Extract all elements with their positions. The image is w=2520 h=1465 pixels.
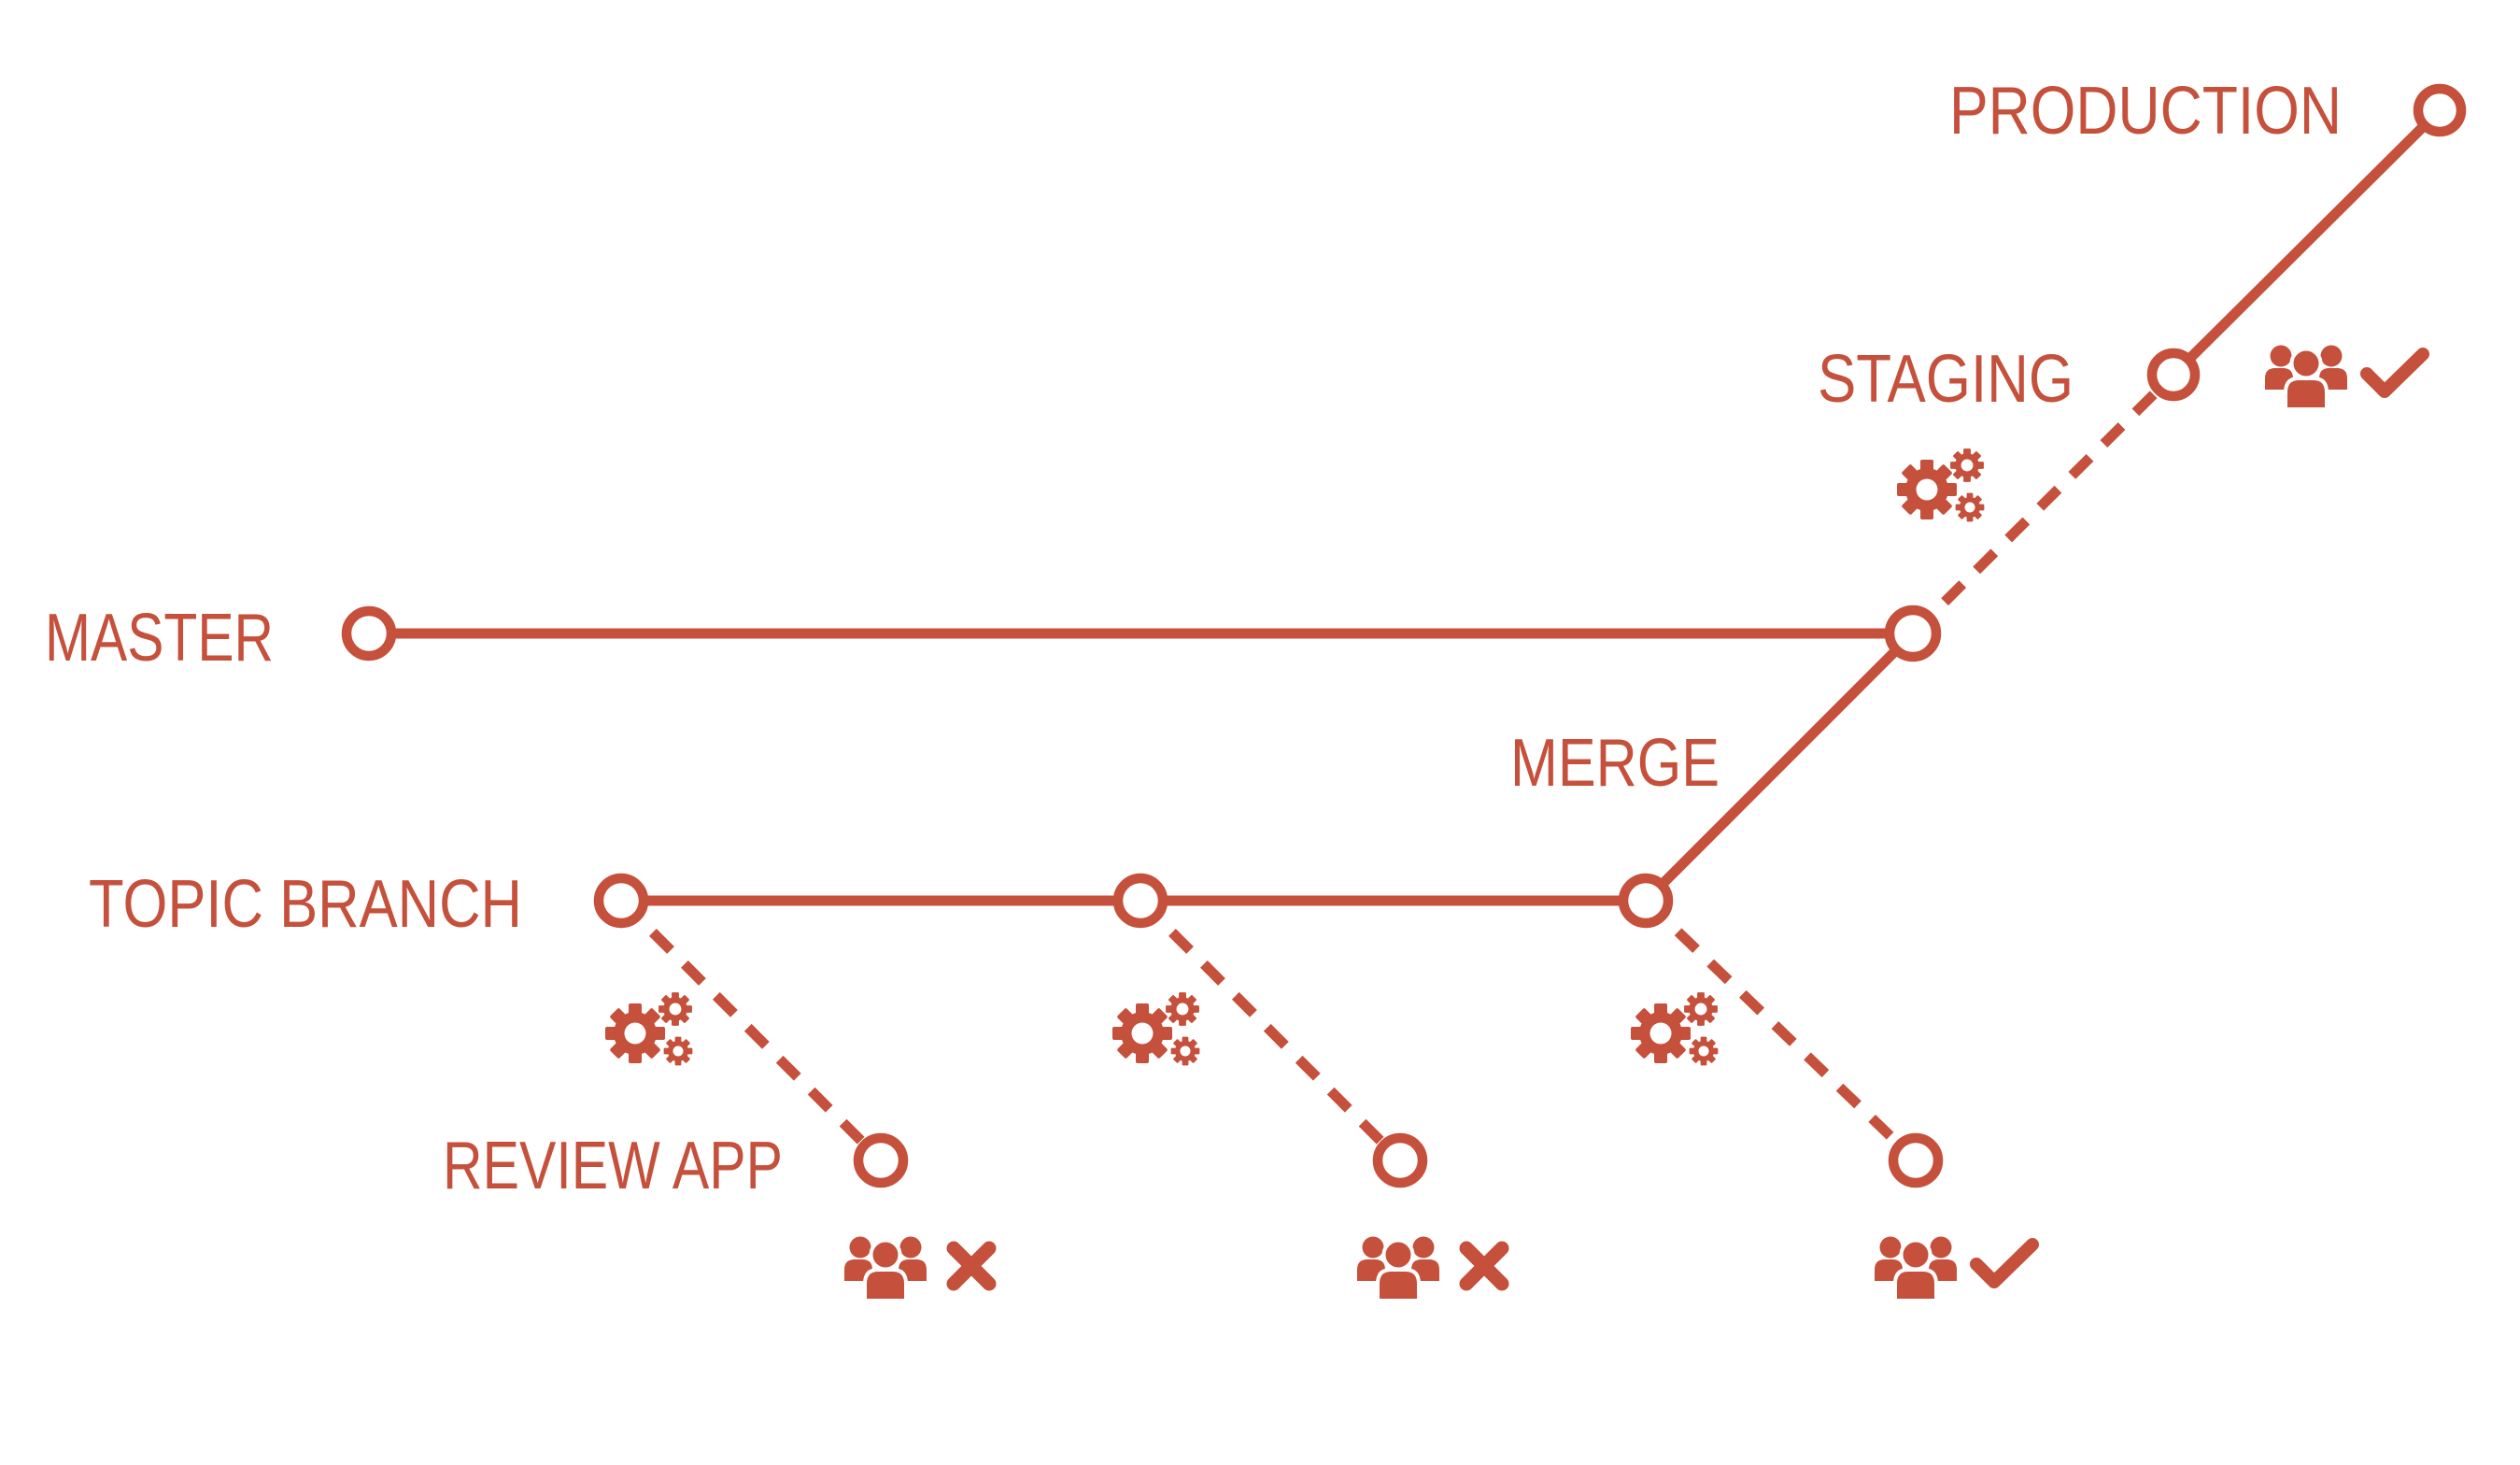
- topic-commit-2-node: [1112, 873, 1168, 929]
- ci-gears-icon-review-1: [605, 992, 692, 1065]
- deploy-line-review-app-2: [1137, 897, 1404, 1164]
- deploy-line-review-app-3: [1642, 897, 1919, 1164]
- users-group-icon-review-3: [1873, 1234, 1959, 1302]
- topic-branch-label: TOPIC BRANCH: [89, 867, 522, 942]
- users-group-icon-review-1: [842, 1234, 928, 1302]
- production-label: PRODUCTION: [1949, 74, 2342, 149]
- ci-gears-icon-staging: [1897, 448, 1984, 521]
- pass-check-icon-staging: [2367, 354, 2423, 391]
- fail-x-icon-review-2: [1466, 1248, 1502, 1284]
- fail-x-icon-review-1: [954, 1248, 989, 1284]
- topic-commit-1-node: [593, 873, 649, 929]
- staging-node: [2146, 348, 2201, 402]
- review-app-2-node: [1372, 1132, 1428, 1188]
- ci-gears-icon-review-3: [1631, 992, 1718, 1065]
- review-app-label: REVIEW APP: [443, 1129, 783, 1203]
- merge-label: MERGE: [1510, 726, 1720, 801]
- users-group-icon-review-2: [1355, 1234, 1441, 1302]
- deploy-line-staging: [1909, 371, 2177, 637]
- review-app-3-node: [1888, 1132, 1944, 1188]
- promote-line-production: [2170, 107, 2443, 378]
- staging-label: STAGING: [1818, 342, 2074, 417]
- review-app-1-node: [853, 1132, 909, 1188]
- master-start-node: [341, 605, 397, 661]
- users-group-icon-staging: [2263, 343, 2349, 411]
- master-label: MASTER: [45, 601, 274, 676]
- merge-line: [1642, 630, 1917, 904]
- merge-commit-node: [1618, 873, 1674, 929]
- ci-gears-icon-review-2: [1112, 992, 1199, 1065]
- production-node: [2413, 83, 2467, 137]
- deploy-line-review-app-1: [617, 897, 885, 1164]
- pass-check-icon-review-3: [1976, 1245, 2032, 1282]
- merge-into-master-node: [1884, 604, 1942, 662]
